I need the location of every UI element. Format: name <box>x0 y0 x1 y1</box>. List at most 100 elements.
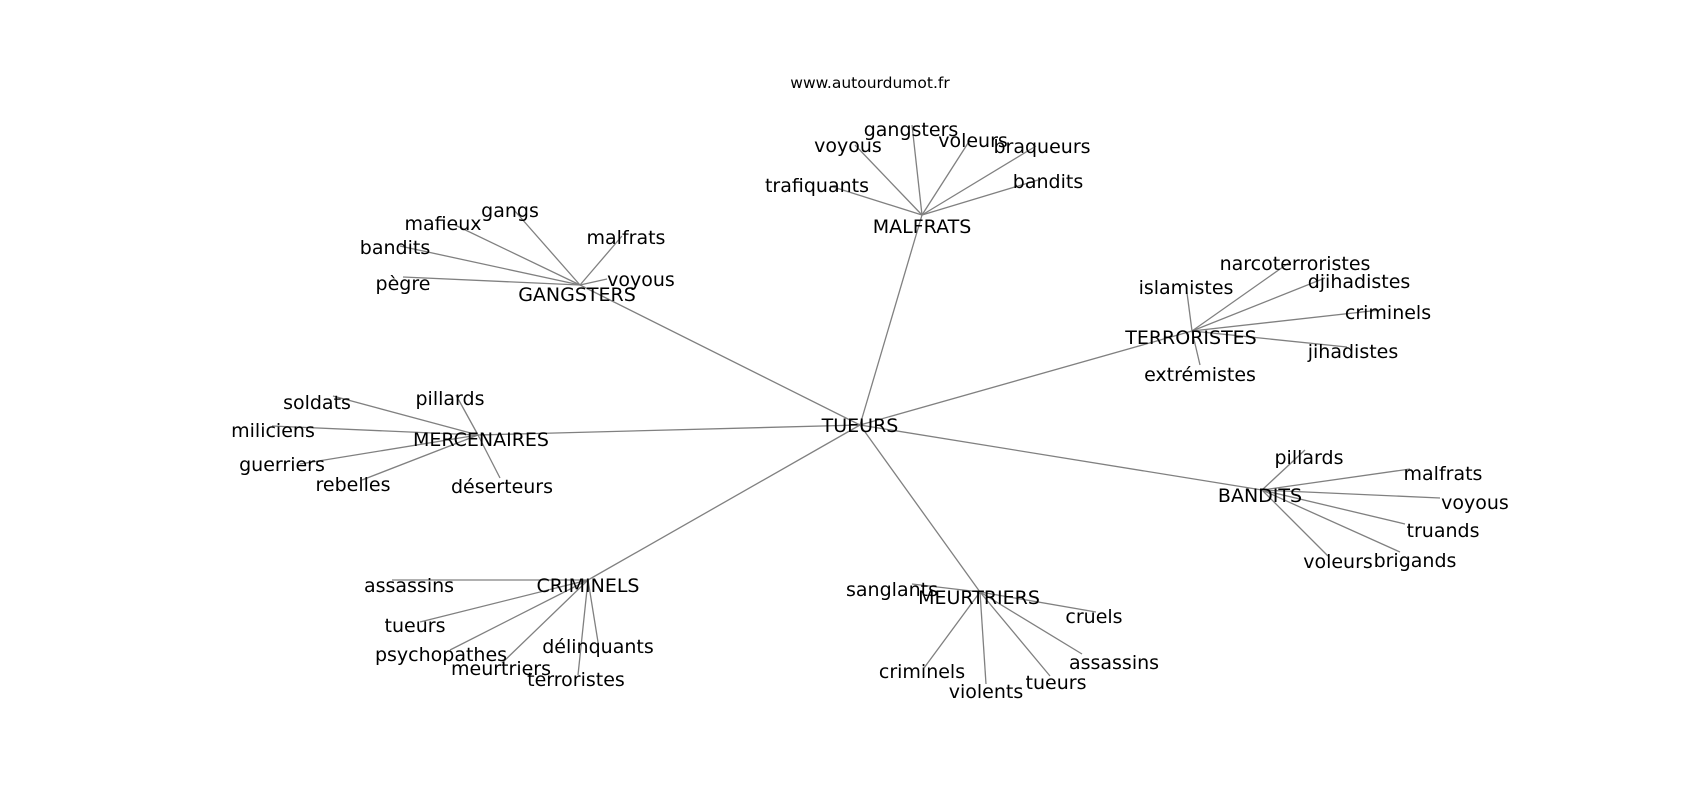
leaf-node-label: islamistes <box>1139 277 1234 299</box>
leaf-node-label: gangsters <box>864 119 959 141</box>
leaf-node-label: pègre <box>376 273 431 295</box>
edge-hub-to-leaf <box>1191 309 1381 332</box>
edge-center-to-hub <box>859 330 1193 426</box>
leaf-node-label: extrémistes <box>1144 364 1256 386</box>
hub-node-label: CRIMINELS <box>537 575 640 597</box>
leaf-node-label: voyous <box>1441 492 1509 514</box>
leaf-node-label: terroristes <box>527 669 625 691</box>
edge-center-to-hub <box>859 214 923 426</box>
edge-hub-to-leaf <box>587 579 599 643</box>
edge-hub-to-leaf <box>921 179 1039 216</box>
edge-hub-to-leaf <box>979 591 1051 677</box>
edge-hub-to-leaf <box>1191 277 1326 332</box>
hub-node-label: MERCENAIRES <box>413 429 549 451</box>
leaf-node-label: gangs <box>481 200 539 222</box>
leaf-node-label: assassins <box>364 575 454 597</box>
edge-hub-to-leaf <box>979 591 987 685</box>
edge-hub-to-leaf <box>513 209 581 286</box>
leaf-node-label: assassins <box>1069 652 1159 674</box>
leaf-node-label: bandits <box>1013 171 1083 193</box>
leaf-node-label: trafiquants <box>765 175 869 197</box>
edge-hub-to-leaf <box>577 579 589 676</box>
edge-hub-to-leaf <box>921 145 1037 216</box>
graph-edges <box>271 124 1441 685</box>
edge-hub-to-leaf <box>579 278 608 286</box>
edge-hub-to-leaf <box>979 591 1083 655</box>
edge-hub-to-leaf <box>1261 489 1329 557</box>
edge-hub-to-leaf <box>1261 489 1406 525</box>
edge-hub-to-leaf <box>1191 261 1291 332</box>
leaf-node-label: pillards <box>1275 447 1344 469</box>
leaf-node-label: soldats <box>283 392 351 414</box>
edge-hub-to-leaf <box>455 394 479 436</box>
leaf-node-label: rebelles <box>316 474 391 496</box>
edge-hub-to-leaf <box>921 139 971 216</box>
edge-hub-to-leaf <box>299 434 479 465</box>
edge-hub-to-leaf <box>1261 468 1411 491</box>
edge-center-to-hub <box>859 424 1263 491</box>
leaf-node-label: jihadistes <box>1307 341 1399 363</box>
site-url: www.autourdumot.fr <box>790 74 950 92</box>
edge-center-to-hub <box>477 424 861 436</box>
leaf-node-label: délinquants <box>542 636 654 658</box>
leaf-node-label: malfrats <box>1404 463 1483 485</box>
edge-hub-to-leaf <box>501 579 589 664</box>
leaf-node-label: sanglants <box>846 579 938 601</box>
edge-hub-to-leaf <box>1185 284 1193 332</box>
edge-hub-to-leaf <box>1261 489 1401 553</box>
edge-hub-to-leaf <box>1261 489 1441 499</box>
edge-hub-to-leaf <box>979 591 1097 613</box>
leaf-node-label: tueurs <box>1026 672 1087 694</box>
leaf-node-label: brigands <box>1374 550 1457 572</box>
leaf-node-label: guerriers <box>239 454 325 476</box>
edge-hub-to-leaf <box>911 124 923 216</box>
leaf-node-label: miliciens <box>231 420 315 442</box>
edge-hub-to-leaf <box>1191 330 1201 366</box>
edge-hub-to-leaf <box>419 579 589 623</box>
leaf-node-label: mafieux <box>404 213 481 235</box>
edge-hub-to-leaf <box>854 144 923 216</box>
edge-hub-to-leaf <box>271 425 479 436</box>
edge-hub-to-leaf <box>402 276 581 286</box>
center-node-label: TUEURS <box>821 415 899 437</box>
edge-hub-to-leaf <box>399 245 581 286</box>
edge-center-to-hub <box>579 284 861 426</box>
edge-hub-to-leaf <box>454 224 581 286</box>
leaf-node-label: braqueurs <box>993 136 1090 158</box>
edge-center-to-hub <box>587 424 861 581</box>
leaf-node-label: violents <box>949 681 1024 703</box>
leaf-node-label: voleurs <box>938 130 1008 152</box>
leaf-node-label: voyous <box>607 269 675 291</box>
leaf-node-label: meurtriers <box>451 658 551 680</box>
leaf-node-label: truands <box>1407 520 1480 542</box>
hub-node-label: MALFRATS <box>873 216 972 238</box>
leaf-node-label: pillards <box>416 388 485 410</box>
leaf-node-label: criminels <box>879 661 965 683</box>
leaf-node-label: djihadistes <box>1308 271 1411 293</box>
edge-hub-to-leaf <box>1191 330 1348 348</box>
leaf-node-label: narcoterroristes <box>1220 253 1371 275</box>
hub-node-label: BANDITS <box>1218 485 1302 507</box>
hub-node-label: GANGSTERS <box>518 284 636 306</box>
edge-hub-to-leaf <box>923 591 981 669</box>
leaf-node-label: psychopathes <box>375 644 507 666</box>
leaf-node-label: voyous <box>814 135 882 157</box>
leaf-node-label: tueurs <box>385 615 446 637</box>
leaf-node-label: déserteurs <box>451 476 553 498</box>
edge-hub-to-leaf <box>332 395 479 436</box>
edge-hub-to-leaf <box>579 235 623 286</box>
edge-hub-to-leaf <box>1261 449 1306 491</box>
edge-hub-to-leaf <box>911 583 981 593</box>
leaf-node-label: cruels <box>1065 606 1122 628</box>
leaf-node-label: bandits <box>360 237 430 259</box>
leaf-node-label: malfrats <box>587 227 666 249</box>
edge-hub-to-leaf <box>449 579 589 651</box>
hub-node-label: MEURTRIERS <box>918 587 1040 609</box>
edge-hub-to-leaf <box>477 434 501 479</box>
hub-node-label: TERRORISTES <box>1124 327 1257 349</box>
edge-hub-to-leaf <box>361 434 479 481</box>
edge-hub-to-leaf <box>829 185 923 216</box>
leaf-node-label: voleurs <box>1303 551 1373 573</box>
